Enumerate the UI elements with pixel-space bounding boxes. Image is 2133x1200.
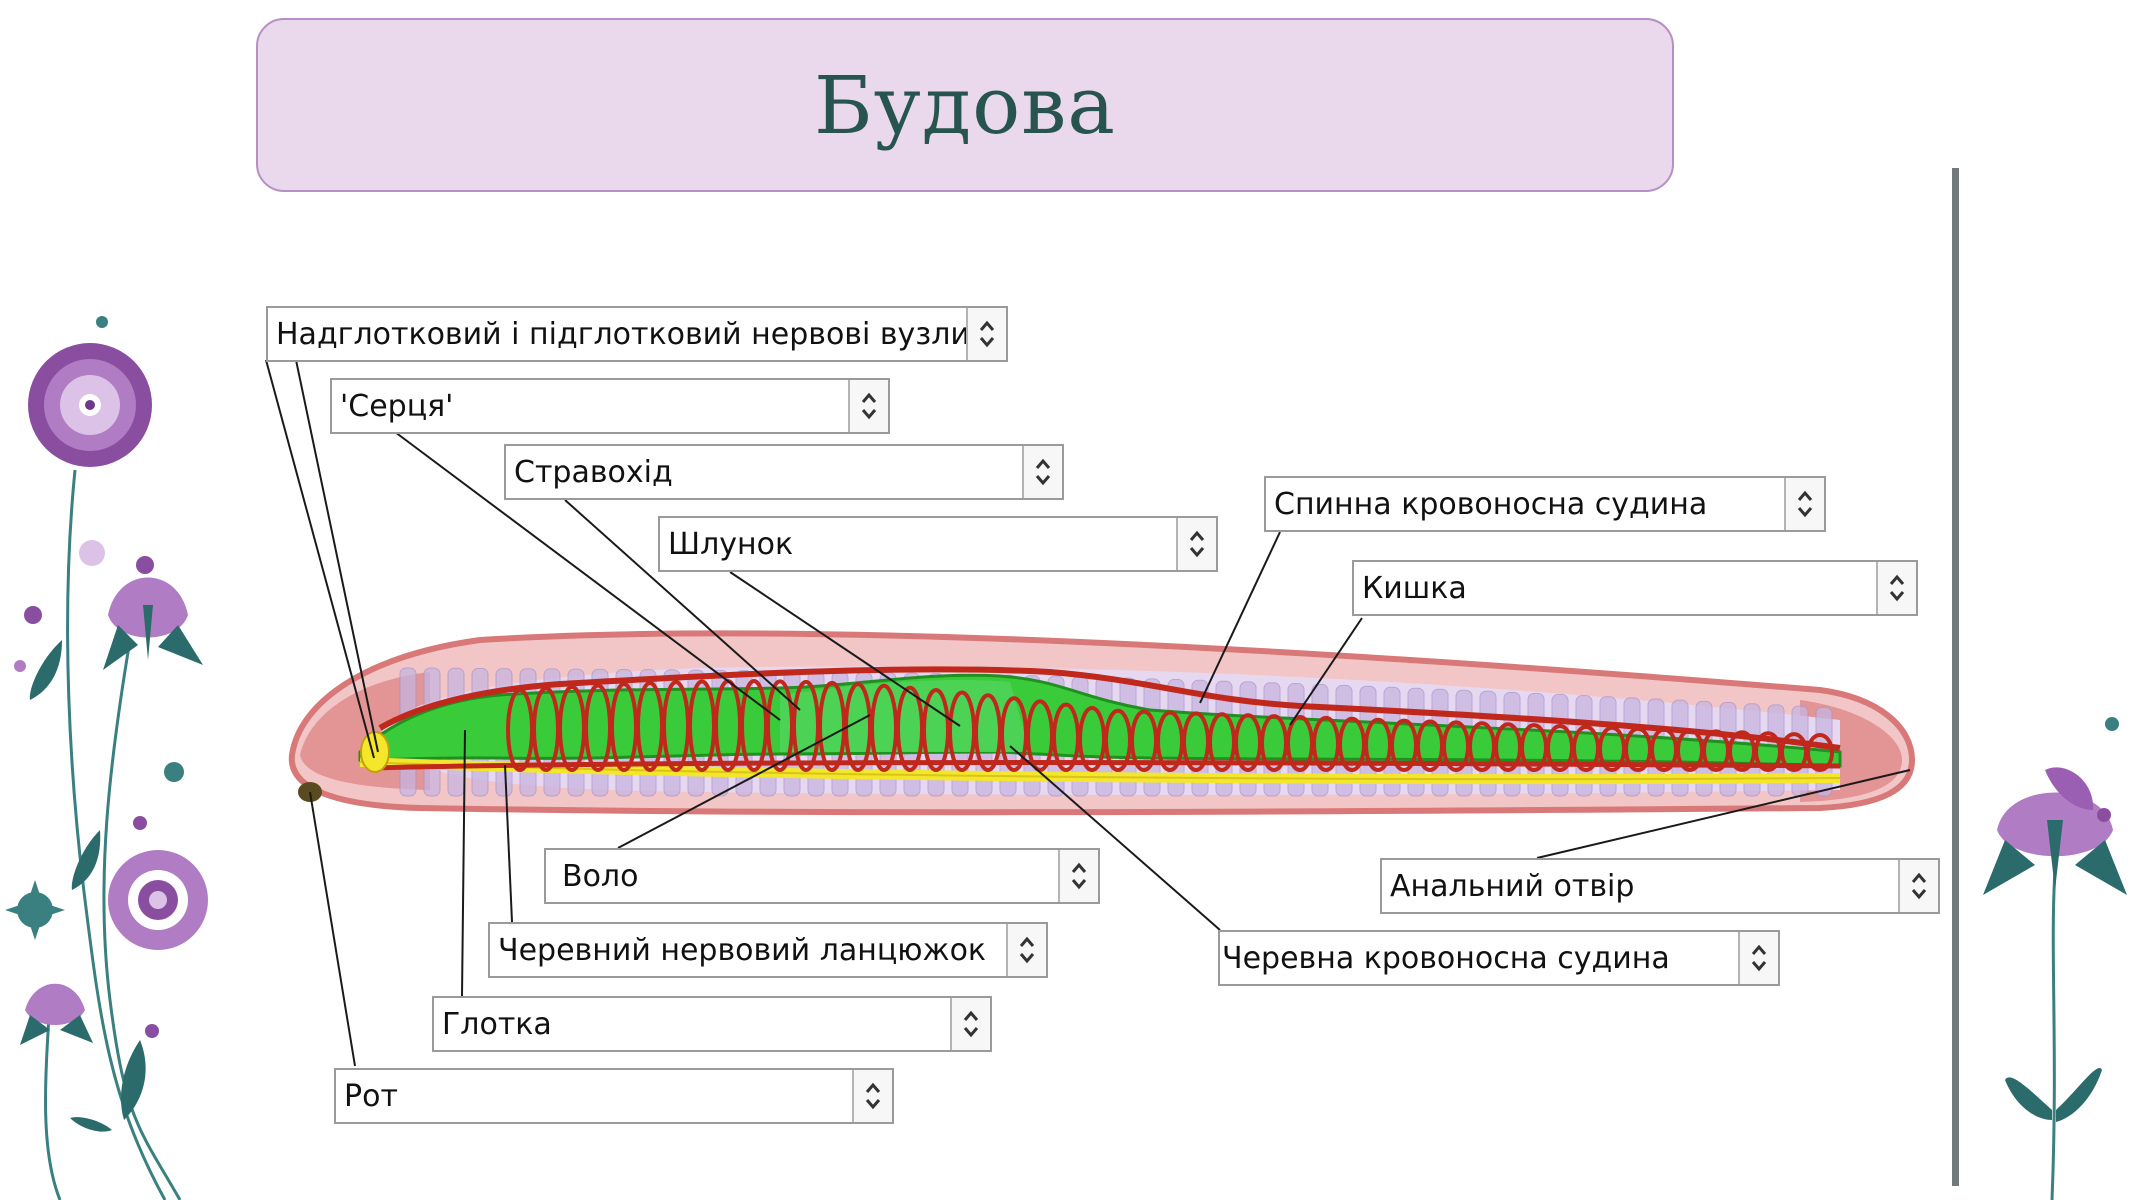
vessel-ring [1286, 715, 1314, 772]
vessel-ring [1234, 713, 1262, 772]
vessel-ring [636, 681, 664, 772]
label-text: Надглотковий і підглотковий нервові вузл… [276, 316, 966, 352]
label-select-hearts[interactable]: 'Серця' [330, 378, 890, 434]
vessel-ring [1208, 712, 1236, 773]
label-text: Глотка [442, 1006, 552, 1042]
vessel-ring [1104, 708, 1132, 772]
label-select-esophagus[interactable]: Стравохід [504, 444, 1064, 500]
vessel-ring [1338, 716, 1366, 773]
earthworm-body [288, 630, 1916, 816]
label-select-crop[interactable]: Воло [544, 848, 1100, 904]
vessel-ring [792, 679, 820, 772]
vessel-ring [532, 686, 560, 773]
vessel-ring [948, 690, 976, 772]
vessel-ring [1702, 729, 1730, 773]
vessel-ring [1754, 731, 1782, 772]
vessel-ring [818, 680, 846, 773]
vessel-ring [896, 685, 924, 772]
label-select-nerve-ganglia[interactable]: Надглотковий і підглотковий нервові вузл… [266, 306, 1008, 362]
vessel-ring [1000, 696, 1028, 773]
vessel-ring [1650, 727, 1678, 772]
title-banner: Будова [256, 18, 1674, 192]
vessel-ring [870, 683, 898, 773]
up-down-chevron-icon [966, 308, 1006, 360]
vertical-divider [1952, 168, 1959, 1186]
label-select-pharynx[interactable]: Глотка [432, 996, 992, 1052]
vessel-ring [1624, 726, 1652, 772]
label-text: 'Серця' [340, 388, 454, 424]
label-text: Кишка [1362, 570, 1467, 606]
vessel-ring [1078, 705, 1106, 773]
vessel-ring [1806, 733, 1834, 772]
vessel-ring [558, 684, 586, 772]
label-select-ventral-vessel[interactable]: Черевна кровоносна судина [1218, 930, 1780, 986]
left-flower-decoration [5, 316, 208, 1200]
label-text: Анальний отвір [1390, 868, 1635, 904]
vessel-ring [1026, 699, 1054, 773]
vessel-ring [1182, 711, 1210, 773]
vessel-ring [1130, 709, 1158, 772]
label-select-intestine[interactable]: Кишка [1352, 560, 1918, 616]
vessel-ring [1676, 728, 1704, 772]
label-text: Рот [344, 1078, 398, 1114]
right-flower-decoration [1983, 717, 2127, 1200]
up-down-chevron-icon [1876, 562, 1916, 614]
up-down-chevron-icon [848, 380, 888, 432]
vessel-ring [922, 687, 950, 773]
vessel-ring [1312, 715, 1340, 773]
label-text: Спинна кровоносна судина [1274, 486, 1708, 522]
up-down-chevron-icon [950, 998, 990, 1050]
label-text: Шлунок [668, 526, 794, 562]
vessel-ring [1728, 730, 1756, 773]
label-text: Черевний нервовий ланцюжок [498, 932, 987, 968]
vessel-ring [1598, 725, 1626, 773]
vessel-rings [506, 679, 1834, 773]
slide-title: Будова [813, 58, 1116, 152]
label-text: Черевна кровоносна судина [1222, 940, 1670, 976]
up-down-chevron-icon [1058, 850, 1098, 902]
vessel-ring [610, 682, 638, 772]
up-down-chevron-icon [1738, 932, 1778, 984]
label-select-anus[interactable]: Анальний отвір [1380, 858, 1940, 914]
vessel-ring [1442, 720, 1470, 773]
label-select-dorsal-vessel[interactable]: Спинна кровоносна судина [1264, 476, 1826, 532]
up-down-chevron-icon [1022, 446, 1062, 498]
leader-lines [265, 359, 1911, 1067]
label-text: Стравохід [514, 454, 673, 490]
vessel-ring [1572, 724, 1600, 773]
up-down-chevron-icon [852, 1070, 892, 1122]
vessel-ring [1390, 718, 1418, 772]
label-text: Воло [562, 858, 639, 894]
label-select-mouth[interactable]: Рот [334, 1068, 894, 1124]
vessel-ring [1520, 723, 1548, 772]
vessel-ring [1546, 724, 1574, 772]
vessel-ring [1494, 722, 1522, 772]
vessel-ring [1260, 714, 1288, 772]
up-down-chevron-icon [1006, 924, 1046, 976]
vessel-ring [584, 683, 612, 772]
vessel-ring [506, 688, 534, 772]
vessel-ring [1416, 719, 1444, 772]
up-down-chevron-icon [1784, 478, 1824, 530]
label-select-ventral-nerve-cord[interactable]: Черевний нервовий ланцюжок [488, 922, 1048, 978]
up-down-chevron-icon [1898, 860, 1938, 912]
vessel-ring [1364, 717, 1392, 772]
vessel-ring [1052, 702, 1080, 773]
vessel-ring [974, 693, 1002, 772]
vessel-ring [1780, 732, 1808, 772]
label-select-stomach[interactable]: Шлунок [658, 516, 1218, 572]
vessel-ring [1468, 721, 1496, 773]
vessel-ring [1156, 710, 1184, 772]
up-down-chevron-icon [1176, 518, 1216, 570]
